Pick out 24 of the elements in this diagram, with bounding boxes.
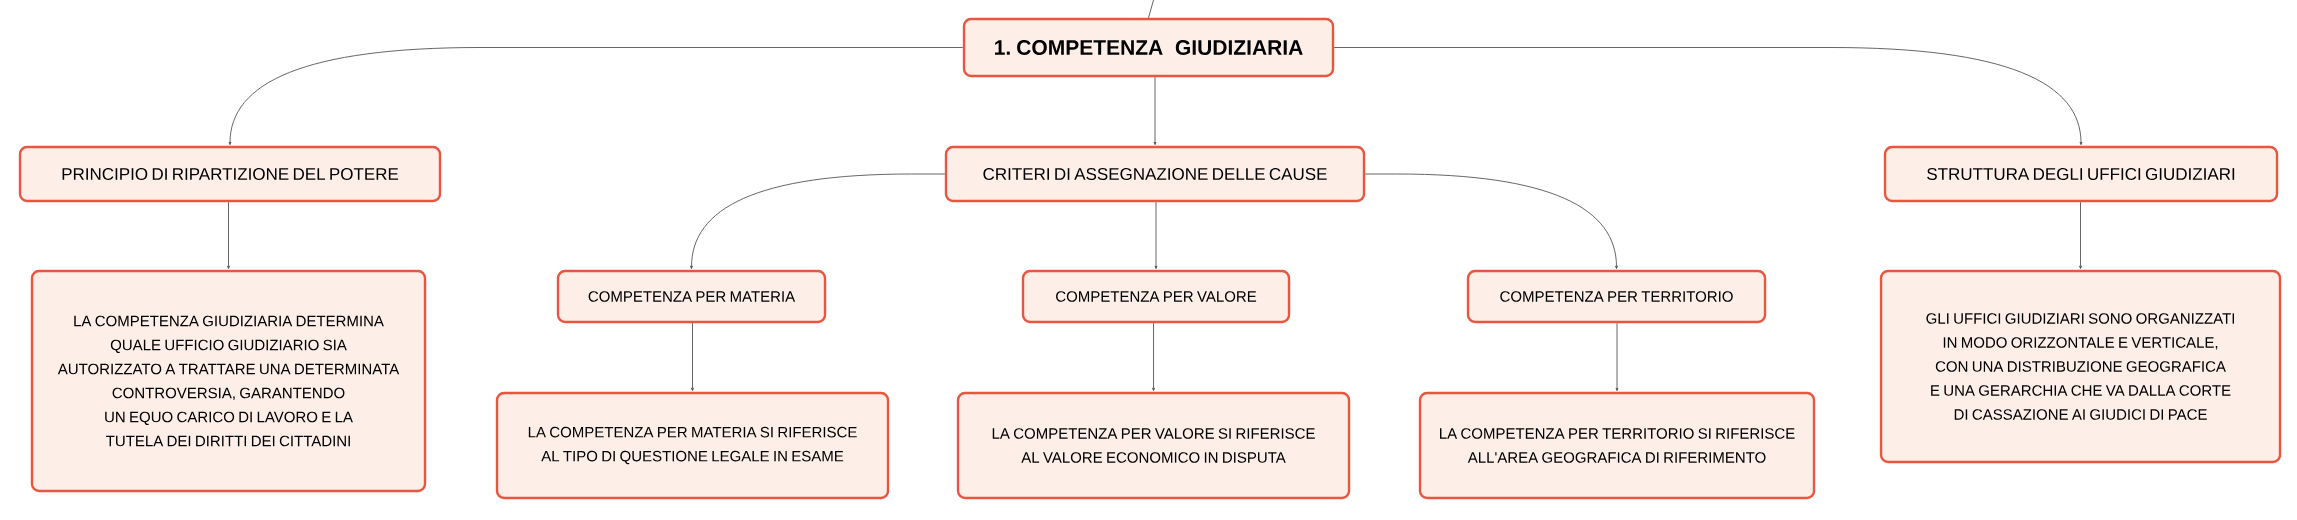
connector (1148, 0, 1154, 19)
topic-box: COMPETENZA PER TERRITORIO (1466, 269, 1767, 324)
connector (1152, 322, 1155, 392)
description-box: LA COMPETENZA GIUDIZIARIA DETERMINA QUALE UFFICIO GIUDIZIARIO SIA AUTORIZZATO A TRATTARE UNA DETERMINATA CONTROVERSIA, GARANTENDO UN EQUO CARICO DI LAVORO E LA TUTELA DEI DIRITTI DEI CITTADINI (30, 269, 427, 493)
connector (691, 322, 694, 392)
central-topic-box: 1. COMPETENZA GIUDIZIARIA (962, 17, 1335, 78)
description-box: GLI UFFICI GIUDIZIARI SONO ORGANIZZATI IN MODO ORIZZONTALE E VERTICALE, CON UNA DISTRIBUZIONE GEOGRAFICA E UNA GERARCHIA CHE VA DALLA CORTE DI CASSAZIONE AI GIUDICI DI PACE (1879, 269, 2282, 464)
description-box: LA COMPETENZA PER VALORE SI RIFERISCE AL VALORE ECONOMICO IN DISPUTA (956, 391, 1351, 500)
connector (2079, 201, 2082, 270)
connector (1615, 322, 1619, 392)
description-box: LA COMPETENZA PER TERRITORIO SI RIFERISCE ALL'AREA GEOGRAFICA DI RIFERIMENTO (1418, 391, 1816, 500)
connector (1333, 47, 2083, 146)
connector (1364, 173, 1618, 270)
topic-box: COMPETENZA PER VALORE (1021, 269, 1291, 324)
connector (690, 173, 946, 270)
topic-box: COMPETENZA PER MATERIA (556, 269, 827, 324)
connector (1154, 201, 1158, 270)
connector (1153, 76, 1157, 146)
connector (227, 201, 230, 270)
description-box: LA COMPETENZA PER MATERIA SI RIFERISCE AL TIPO DI QUESTIONE LEGALE IN ESAME (495, 391, 890, 500)
topic-box: STRUTTURA DEGLI UFFICI GIUDIZIARI (1883, 145, 2279, 203)
connector (228, 47, 964, 146)
topic-box: PRINCIPIO DI RIPARTIZIONE DEL POTERE (18, 145, 442, 203)
topic-box: CRITERI DI ASSEGNAZIONE DELLE CAUSE (944, 145, 1366, 203)
